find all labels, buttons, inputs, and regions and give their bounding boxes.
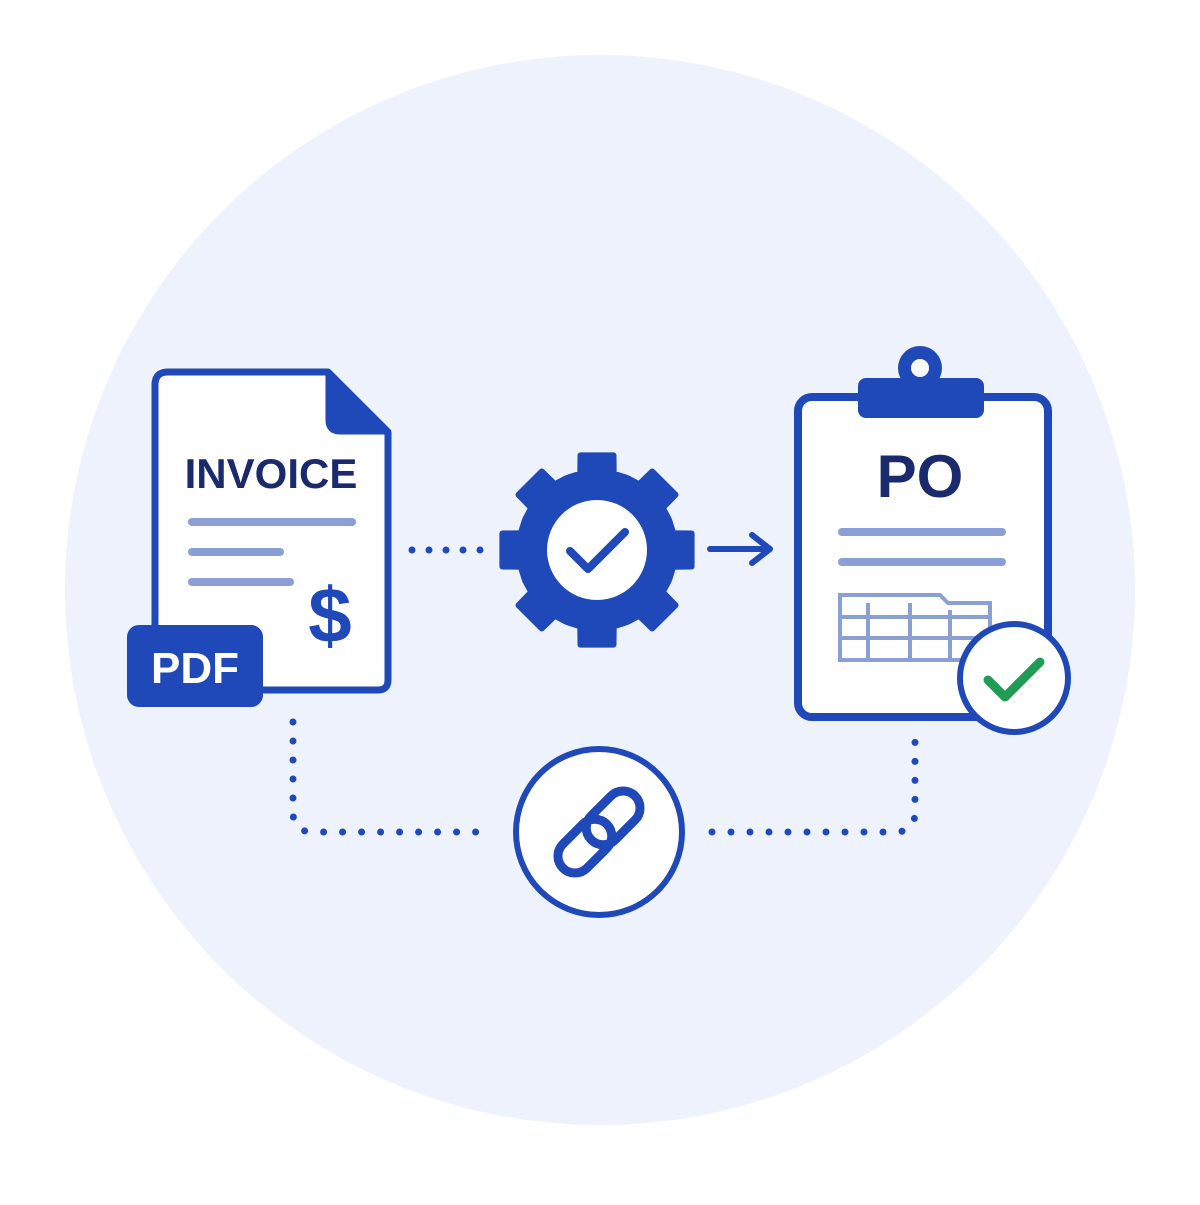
gear-check-icon [499,452,695,648]
gear-checkmark [566,528,629,573]
invoice-title: INVOICE [185,450,358,497]
checkmark-circle-icon [957,621,1071,735]
arrow-right-icon [707,532,773,566]
pdf-badge-label: PDF [151,644,239,693]
chain-link-icon [513,746,685,918]
dollar-sign-icon: $ [308,571,351,659]
pdf-badge: PDF [127,625,263,707]
invoice-document-icon: INVOICE $ [151,368,392,694]
po-title: PO [877,443,964,510]
po-table-icon [838,593,992,662]
